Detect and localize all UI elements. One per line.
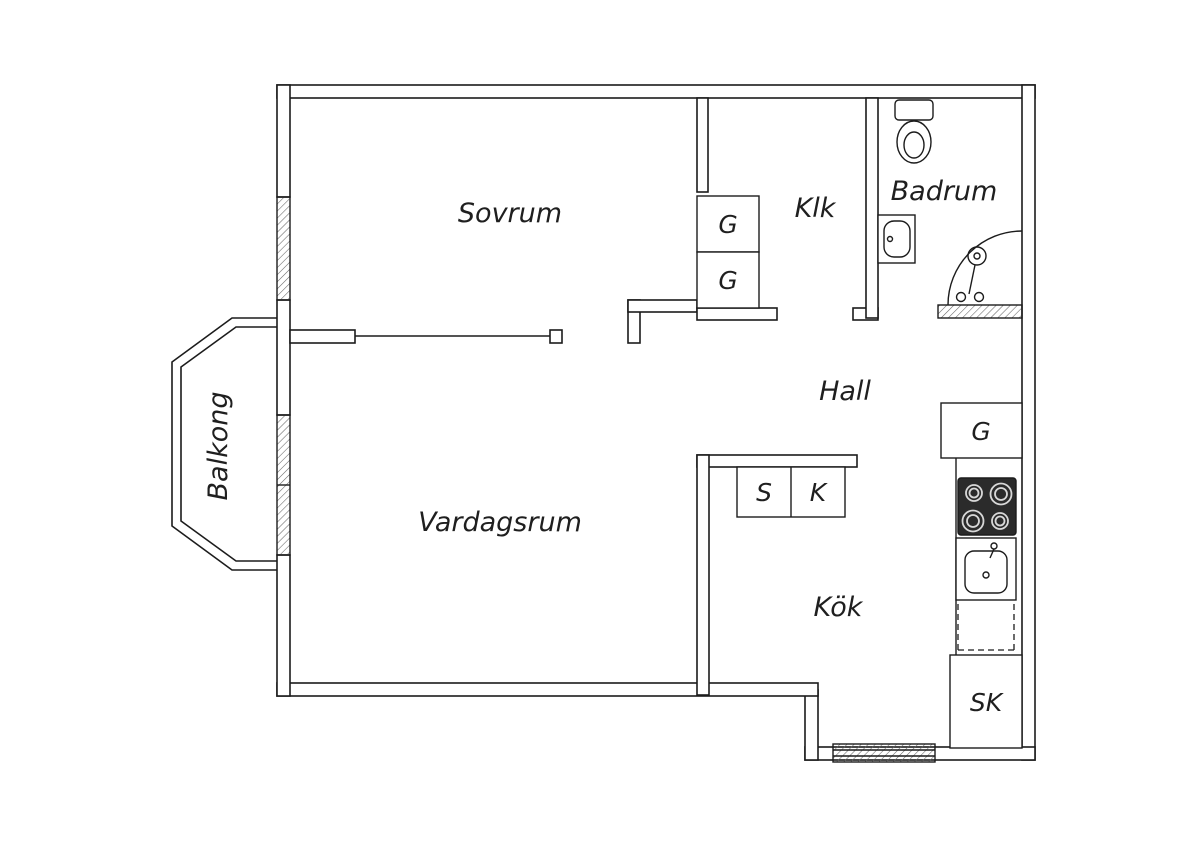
pantry-sk-box — [949, 654, 1023, 749]
shower-handle-left — [955, 291, 967, 303]
interior-walls — [289, 97, 1023, 696]
label-wardrobe-g3: G — [971, 417, 990, 446]
balcony — [171, 317, 277, 571]
room-labels: Sovrum Klk Badrum Hall Vardagsrum Kök Ba… — [203, 176, 1005, 717]
stove-burner-2-inner — [994, 487, 1008, 501]
wall-left-middle — [276, 299, 291, 416]
toilet-bowl-icon — [896, 120, 932, 164]
wall-kitchen-left — [696, 454, 710, 696]
kitchen-fixtures — [955, 458, 1017, 655]
stove-burner-3-outer — [961, 509, 985, 533]
stove-burner-3-inner — [966, 514, 980, 528]
balcony-railing-outer — [171, 317, 277, 571]
label-cabinet-s: S — [756, 478, 772, 507]
washbasin-bowl — [883, 220, 911, 258]
label-wardrobe-g1: G — [718, 210, 737, 239]
wall-left-lower — [276, 554, 291, 697]
window-kitchen — [832, 743, 936, 763]
wall-top — [276, 84, 1036, 99]
room-label-vardagsrum: Vardagsrum — [418, 507, 582, 538]
wall-klk-badrum — [865, 97, 879, 319]
shower-handle-right — [973, 291, 985, 303]
wardrobes — [696, 195, 1023, 749]
shower-head-icon — [967, 246, 987, 266]
stove-icon — [957, 477, 1017, 536]
wall-sovrum-bottom-left — [289, 329, 356, 344]
wardrobe-g3-box — [940, 402, 1023, 459]
wall-right — [1021, 84, 1036, 761]
toilet-bowl-inner — [903, 131, 925, 159]
wardrobe-g1-box — [696, 195, 760, 253]
room-label-balkong: Balkong — [203, 392, 234, 501]
wall-sovrum-klk — [696, 97, 709, 193]
stove-burner-4-inner — [994, 515, 1006, 527]
wall-step — [804, 689, 819, 761]
wall-sovrum-step-horizontal — [627, 299, 698, 313]
shower-riser-pipe — [968, 264, 976, 295]
shower-head-center — [973, 252, 981, 260]
wall-left-upper — [276, 84, 291, 198]
stove-burner-2-outer — [989, 482, 1013, 506]
room-label-hall: Hall — [819, 376, 871, 407]
label-cabinet-k: K — [810, 478, 829, 507]
bathroom-fixtures — [877, 99, 1023, 306]
stove-burner-1-inner — [968, 487, 980, 499]
label-pantry-sk: SK — [970, 688, 1005, 717]
wall-bottom-livingroom — [276, 682, 819, 697]
stove-burner-1-outer — [965, 484, 983, 502]
wall-sovrum-bottom-stub — [549, 329, 563, 344]
room-label-kok: Kök — [814, 592, 864, 623]
windows — [276, 196, 936, 763]
exterior-walls — [276, 84, 1036, 761]
room-label-badrum: Badrum — [891, 176, 998, 207]
room-label-klk: Klk — [795, 193, 837, 224]
toilet-tank-icon — [894, 99, 934, 121]
window-bedroom — [276, 196, 291, 301]
kitchen-faucet-spout — [989, 548, 995, 559]
kitchen-sink-drain — [982, 571, 990, 579]
wall-badrum-bottom-hatched — [937, 304, 1023, 319]
balcony-railing-inner — [180, 326, 277, 562]
stove-burner-4-outer — [991, 512, 1009, 530]
wall-klk-bottom-left — [696, 307, 778, 321]
shower-screen-arc — [947, 230, 1023, 306]
wardrobe-g2-box — [696, 251, 760, 309]
room-label-sovrum: Sovrum — [458, 198, 562, 229]
wall-kitchen-top — [696, 454, 858, 468]
washbasin-tap — [886, 235, 894, 243]
label-wardrobe-g2: G — [718, 266, 737, 295]
